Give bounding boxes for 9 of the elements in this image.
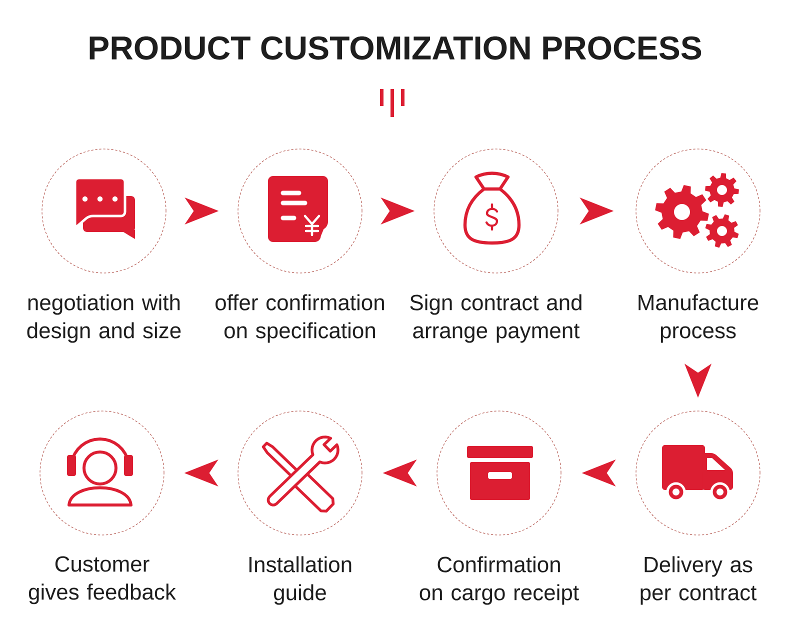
step-label: Sign contract and arrange payment bbox=[410, 294, 582, 343]
step-label: offer confirmation on specification bbox=[216, 294, 384, 343]
step-label: Delivery as per contract bbox=[640, 556, 757, 605]
step-label: Manufacture process bbox=[638, 294, 758, 343]
step-label: Confirmation on cargo receipt bbox=[420, 556, 579, 605]
step-label: negotiation with design and size bbox=[27, 294, 181, 343]
step-label: Customer gives feedback bbox=[28, 556, 176, 604]
title: PRODUCT CUSTOMIZATION PROCESS bbox=[90, 36, 702, 60]
step-label: Installation guide bbox=[249, 556, 352, 605]
